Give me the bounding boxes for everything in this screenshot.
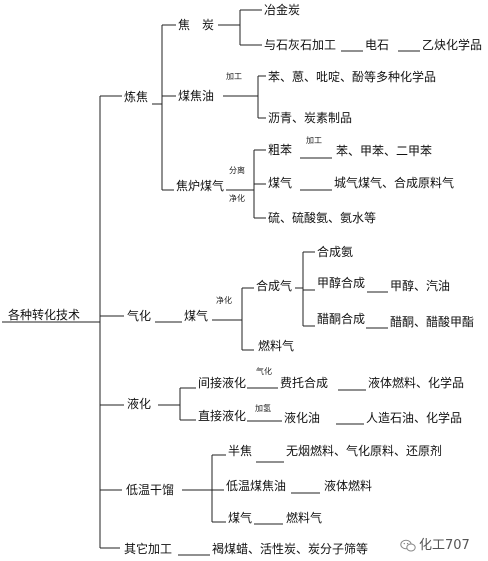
node-metallurgical-coke: 冶金炭 [264, 3, 301, 17]
node-direct-products: 人造石油、化学品 [366, 411, 463, 425]
node-calcium-carbide: 电石 [365, 38, 390, 52]
node-coal-tar: 煤焦油 [178, 89, 215, 103]
node-syngas: 合成气 [256, 279, 293, 293]
watermark: 化工707 [419, 538, 470, 553]
node-other-products: 褐煤蜡、活性炭、炭分子筛等 [212, 542, 369, 556]
node-liquefaction: 液化 [127, 397, 152, 411]
node-methanol-products: 甲醇、汽油 [390, 279, 451, 293]
node-fischer-tropsch: 费托合成 [280, 376, 329, 390]
node-synthetic-ammonia: 合成氨 [317, 245, 354, 259]
node-ketone-synthesis: 醋酮合成 [317, 312, 366, 326]
node-semicoke-uses: 无烟燃料、气化原料、还原剂 [286, 444, 443, 458]
node-acetylene-chemicals: 乙炔化学品 [422, 38, 483, 52]
node-ketone-products: 醋酮、醋酸甲酯 [390, 315, 475, 329]
node-crude-benzene: 粗苯 [268, 143, 293, 157]
node-low-temp-carbonization: 低温干馏 [126, 483, 175, 497]
note-hydrogenation: 加氢 [255, 404, 271, 413]
node-low-temp-gas-uses: 燃料气 [286, 511, 323, 525]
node-gasification-gas: 煤气 [184, 309, 209, 323]
node-aromatic-chemicals: 苯、蒽、吡啶、酚等多种化学品 [268, 70, 437, 84]
note-purification: 净化 [229, 194, 245, 203]
node-other-processing: 其它加工 [124, 542, 173, 556]
node-low-temp-gas: 煤气 [228, 511, 253, 525]
node-direct-liquefaction: 直接液化 [198, 409, 247, 423]
note-gas-purification: 净化 [216, 296, 232, 305]
node-gasification: 气化 [127, 309, 152, 323]
node-liquefied-oil: 液化油 [284, 411, 321, 425]
node-limestone-processing: 与石灰石加工 [264, 38, 337, 52]
node-asphalt-carbon: 沥青、炭素制品 [268, 111, 353, 125]
node-fuel-gas: 燃料气 [258, 339, 295, 353]
node-indirect-products: 液体燃料、化学品 [368, 376, 465, 390]
node-low-temp-tar: 低温煤焦油 [226, 479, 287, 493]
node-methanol-synthesis: 甲醇合成 [317, 276, 366, 290]
node-semicoke: 半焦 [228, 444, 253, 458]
note-benzene-processing: 加工 [306, 136, 322, 145]
node-sulfur-ammonia: 硫、硫酸氨、氨水等 [268, 211, 377, 225]
node-benzene-products: 苯、甲苯、二甲苯 [336, 144, 433, 158]
note-indirect-gasify: 气化 [256, 367, 272, 376]
note-separation: 分离 [229, 166, 245, 175]
root-node: 各种转化技术 [8, 308, 81, 322]
note-tar-processing: 加工 [226, 72, 242, 81]
node-low-temp-tar-uses: 液体燃料 [324, 479, 373, 493]
node-coke-oven-gas: 焦炉煤气 [176, 179, 225, 193]
node-coking: 炼焦 [124, 90, 149, 104]
node-gas: 煤气 [268, 176, 293, 190]
node-coke: 焦 炭 [178, 18, 215, 32]
node-gas-uses: 城气煤气、合成原料气 [334, 176, 455, 190]
wechat-icon [400, 539, 416, 552]
node-indirect-liquefaction: 间接液化 [198, 376, 247, 390]
